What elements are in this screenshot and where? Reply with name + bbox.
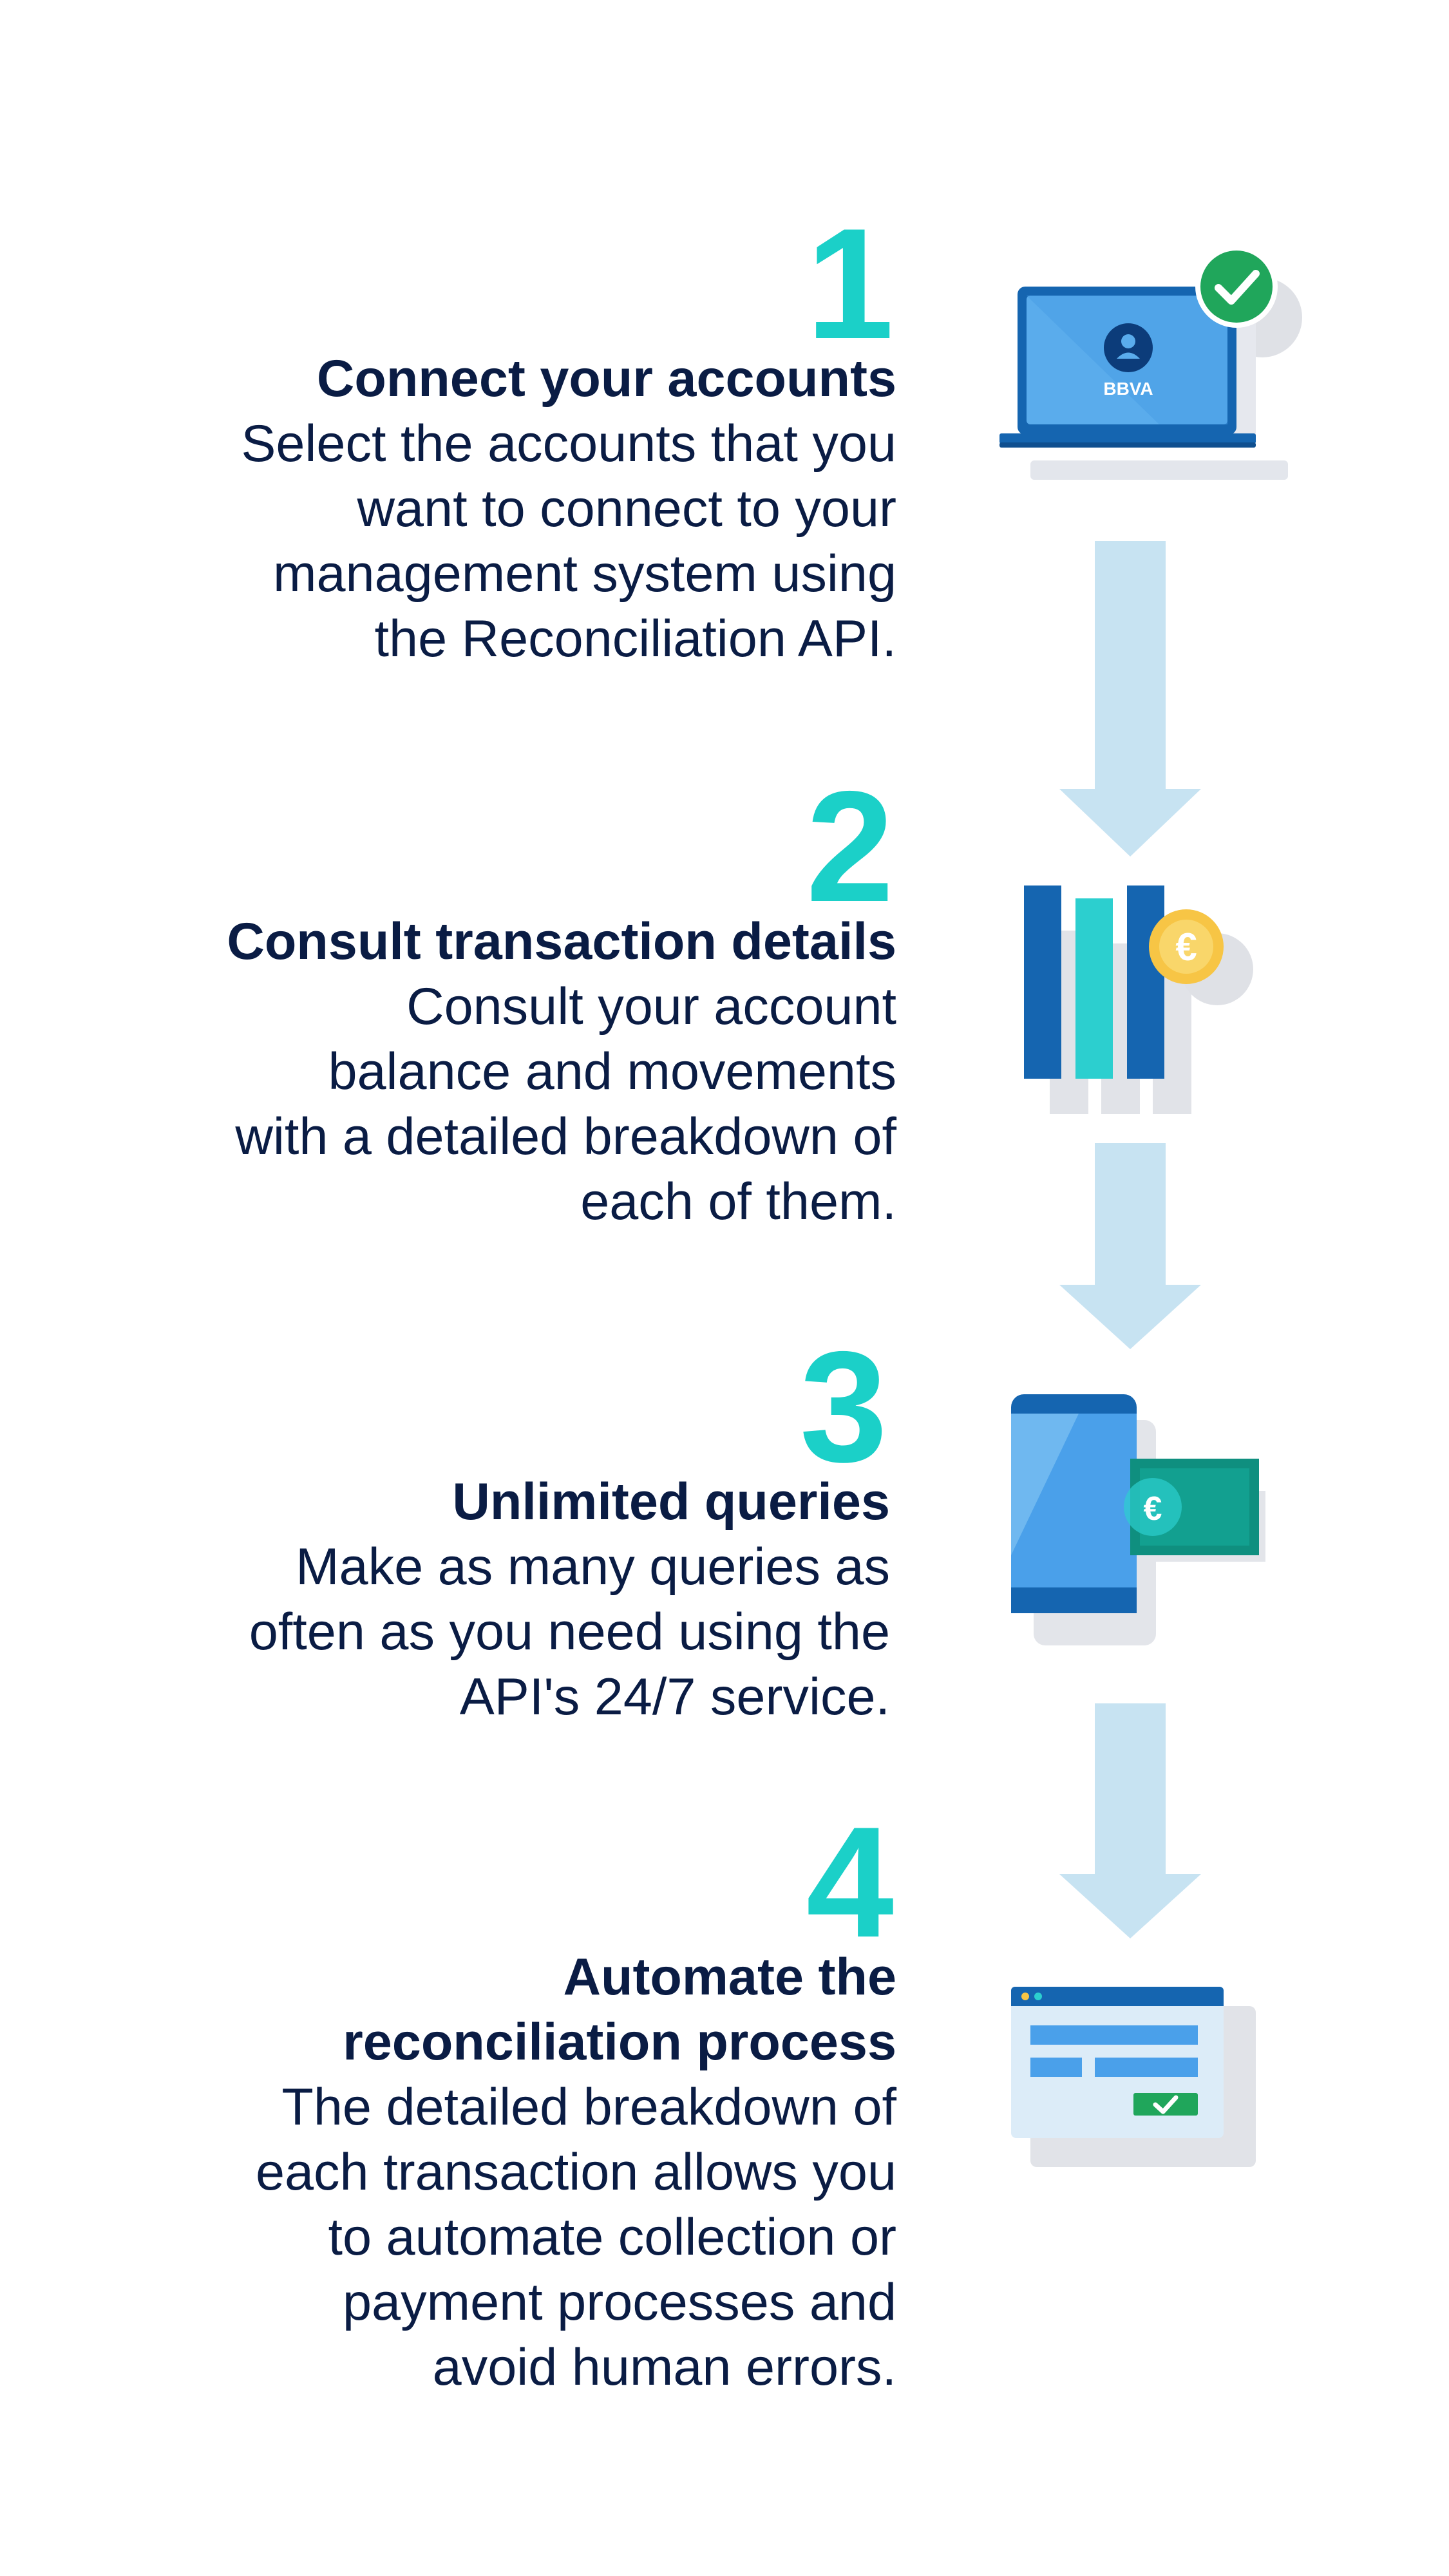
step-description-line: want to connect to your	[357, 480, 897, 538]
step-description-line: balance and movements	[328, 1043, 896, 1101]
step-description-line: the Reconciliation API.	[374, 610, 896, 668]
step-3: 3 Unlimited queries Make as many queries…	[249, 1328, 890, 1730]
step-description: Consult your account balance and movemen…	[227, 974, 896, 1235]
step-description-line: Consult your account	[406, 978, 896, 1036]
step-description: Select the accounts that you want to con…	[241, 412, 896, 672]
step-title: Unlimited queries	[249, 1470, 890, 1535]
browser-form-icon	[1005, 1987, 1262, 2174]
step-description-line: The detailed breakdown of	[281, 2078, 896, 2136]
bar-euro-icon: €	[1018, 886, 1262, 1117]
step-description: The detailed breakdown of each transacti…	[256, 2075, 896, 2400]
step-description-line: often as you need using the	[249, 1603, 890, 1661]
step-title-line: Automate the	[563, 1948, 896, 2006]
step-description: Make as many queries as often as you nee…	[249, 1535, 890, 1730]
step-description-line: Select the accounts that you	[241, 415, 896, 473]
flow-arrow	[1059, 1703, 1201, 1938]
step-title: Connect your accounts	[241, 346, 896, 412]
step-title-line: Unlimited queries	[452, 1473, 890, 1531]
step-description-line: management system using	[273, 545, 896, 603]
step-1: 1 Connect your accounts Select the accou…	[241, 205, 896, 672]
flow-arrow	[1059, 541, 1201, 857]
laptop-brand-text: BBVA	[1103, 379, 1153, 399]
step-description-line: with a detailed breakdown of	[235, 1108, 896, 1166]
step-description-line: payment processes and	[343, 2273, 896, 2331]
euro-symbol: €	[1144, 1490, 1162, 1528]
step-description-line: each of them.	[580, 1173, 896, 1231]
step-title: Automate the reconciliation process	[256, 1945, 896, 2075]
step-number: 4	[806, 1794, 894, 1970]
step-2: 2 Consult transaction details Consult yo…	[227, 768, 896, 1235]
phone-banknote-icon: €	[1001, 1394, 1272, 1652]
step-number: 2	[806, 758, 894, 934]
step-title: Consult transaction details	[227, 909, 896, 974]
step-description-line: each transaction allows you	[255, 2143, 896, 2201]
step-description-line: to automate collection or	[328, 2208, 897, 2266]
step-4: 4 Automate the reconciliation process Th…	[256, 1803, 896, 2400]
laptop-check-icon: BBVA	[992, 242, 1327, 486]
step-description-line: avoid human errors.	[432, 2338, 896, 2396]
step-title-line: Consult transaction details	[227, 913, 896, 971]
step-title-line: reconciliation process	[343, 2013, 896, 2071]
step-description-line: API's 24/7 service.	[459, 1668, 890, 1726]
step-title-line: Connect your accounts	[316, 350, 896, 408]
flow-arrow	[1059, 1143, 1201, 1349]
step-number: 1	[806, 195, 894, 372]
step-number: 3	[799, 1318, 887, 1495]
step-description-line: Make as many queries as	[296, 1538, 890, 1596]
euro-symbol: €	[1175, 925, 1197, 969]
